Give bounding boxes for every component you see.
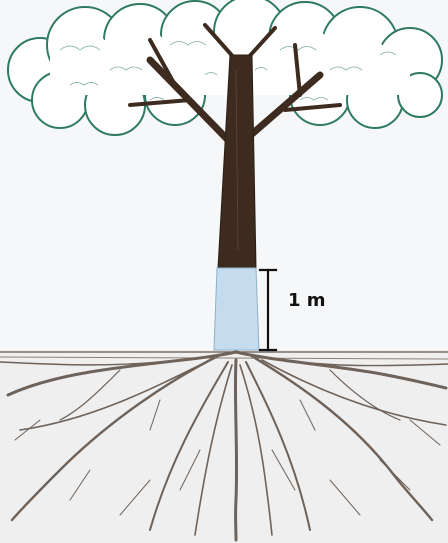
measurement-label: 1 m <box>288 292 326 310</box>
scale-bracket-icon <box>260 270 276 350</box>
trunk-measured-band <box>214 268 259 350</box>
ground-area <box>0 350 448 543</box>
canopy <box>8 0 442 140</box>
